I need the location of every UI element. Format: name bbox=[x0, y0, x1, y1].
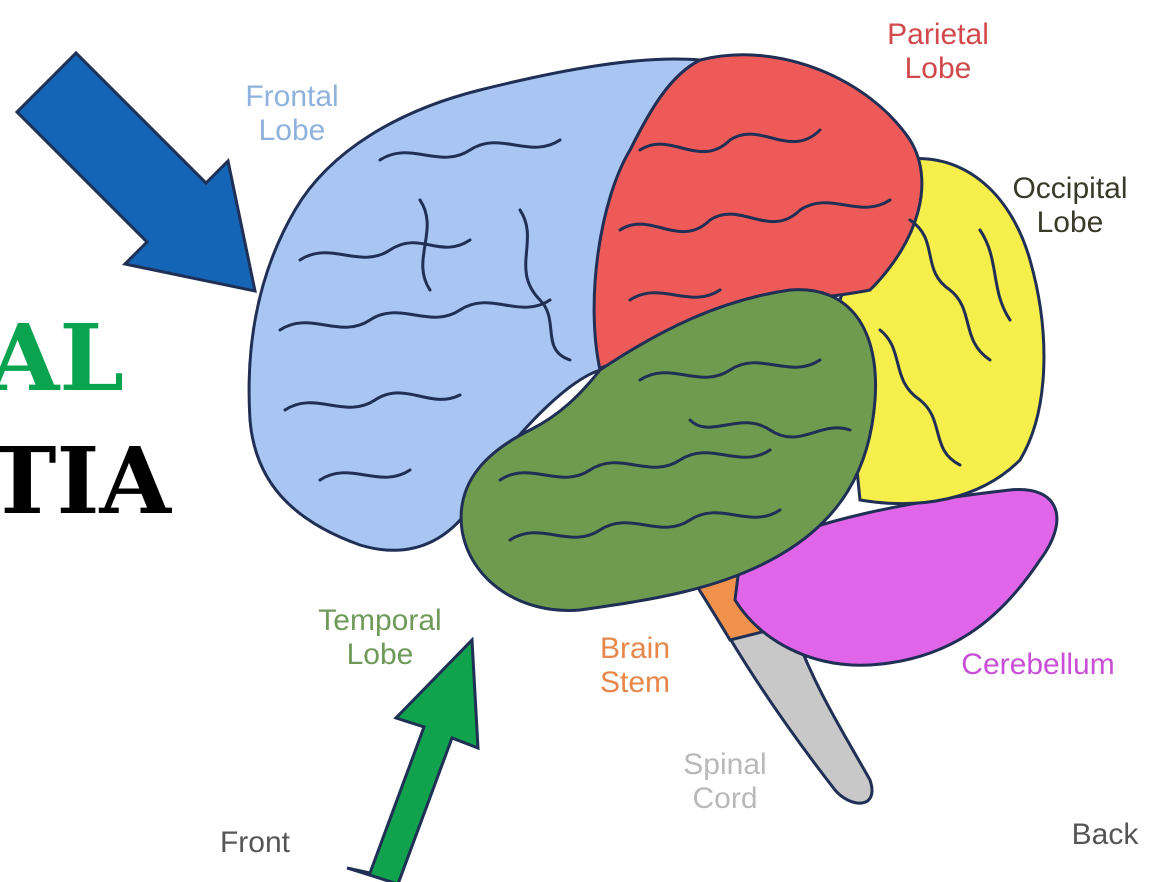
spinal-cord-label: Spinal Cord bbox=[660, 748, 790, 816]
label-line: Stem bbox=[580, 666, 690, 700]
temporal-lobe-label: Temporal Lobe bbox=[290, 604, 470, 672]
parietal-lobe-label: Parietal Lobe bbox=[868, 18, 1008, 86]
slide-title-line-1: AL bbox=[0, 312, 124, 404]
label-line: Lobe bbox=[222, 114, 362, 148]
label-line: Lobe bbox=[290, 638, 470, 672]
label-line: Brain bbox=[580, 632, 690, 666]
brain-stem-label: Brain Stem bbox=[580, 632, 690, 700]
label-line: Parietal bbox=[868, 18, 1008, 52]
label-line: Temporal bbox=[290, 604, 470, 638]
frontal-lobe-label: Frontal Lobe bbox=[222, 80, 362, 148]
green-arrow-icon bbox=[347, 640, 478, 882]
label-line: Spinal bbox=[660, 748, 790, 782]
blue-arrow-icon bbox=[17, 53, 255, 291]
label-line: Cord bbox=[660, 782, 790, 816]
slide-title-line-2: TIA bbox=[0, 435, 171, 527]
cerebellum-label: Cerebellum bbox=[928, 648, 1148, 682]
label-line: Lobe bbox=[868, 52, 1008, 86]
front-label: Front bbox=[200, 826, 310, 860]
back-label: Back bbox=[1060, 818, 1150, 852]
label-line: Occipital bbox=[990, 172, 1150, 206]
label-line: Frontal bbox=[222, 80, 362, 114]
occipital-lobe-label: Occipital Lobe bbox=[990, 172, 1150, 240]
label-line: Lobe bbox=[990, 206, 1150, 240]
